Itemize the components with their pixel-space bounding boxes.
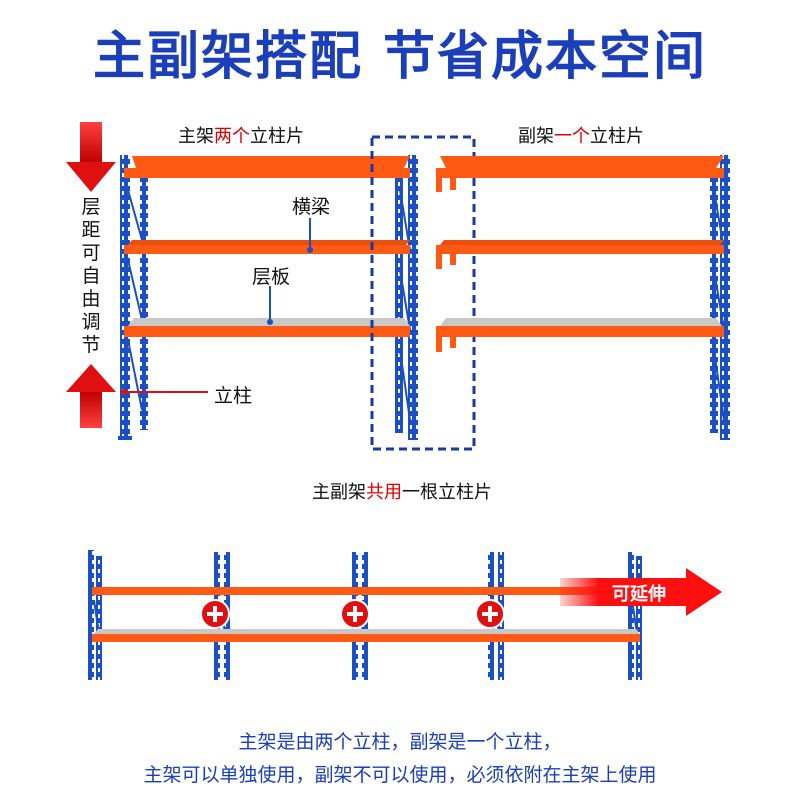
plus-icon bbox=[200, 599, 230, 629]
main-rack-caption: 主架两个立柱片 bbox=[178, 122, 304, 148]
extended-rack-row bbox=[88, 550, 722, 680]
adjustable-spacing-label: 层距可自由调节 bbox=[81, 196, 101, 356]
main-rack-caption-suffix: 立柱片 bbox=[250, 126, 304, 147]
shared-upright-highlight bbox=[370, 135, 476, 451]
shared-caption-text: 主副架 bbox=[312, 482, 366, 503]
sub-rack-caption-text: 副架 bbox=[518, 126, 554, 147]
sub-rack-caption-suffix: 立柱片 bbox=[590, 126, 644, 147]
extend-label: 可延伸 bbox=[612, 584, 666, 605]
page-title: 主副架搭配 节省成本空间 bbox=[92, 27, 708, 87]
shared-upright-caption: 主副架共用一根立柱片 bbox=[312, 478, 492, 504]
extend-arrow-icon bbox=[560, 568, 722, 616]
plus-icon bbox=[475, 599, 505, 629]
main-rack bbox=[118, 155, 418, 440]
upright-label: 立柱 bbox=[214, 385, 253, 407]
sub-rack-caption-highlight: 一个 bbox=[554, 126, 590, 147]
main-rack-caption-highlight: 两个 bbox=[214, 126, 250, 147]
plus-icon bbox=[340, 599, 370, 629]
footer-line-2: 主架可以单独使用，副架不可以使用，必须依附在主架上使用 bbox=[143, 764, 657, 786]
sub-rack bbox=[436, 155, 730, 440]
main-rack-caption-text: 主架 bbox=[178, 126, 214, 147]
down-arrow-icon bbox=[66, 122, 116, 192]
shared-caption-highlight: 共用 bbox=[366, 482, 402, 503]
beam-label: 横梁 bbox=[292, 196, 331, 218]
shelf-label: 层板 bbox=[252, 266, 291, 288]
sub-rack-caption: 副架一个立柱片 bbox=[518, 122, 644, 148]
up-arrow-icon bbox=[66, 364, 116, 428]
footer-line-1: 主架是由两个立柱，副架是一个立柱， bbox=[238, 731, 562, 753]
shared-caption-suffix: 一根立柱片 bbox=[402, 482, 492, 503]
